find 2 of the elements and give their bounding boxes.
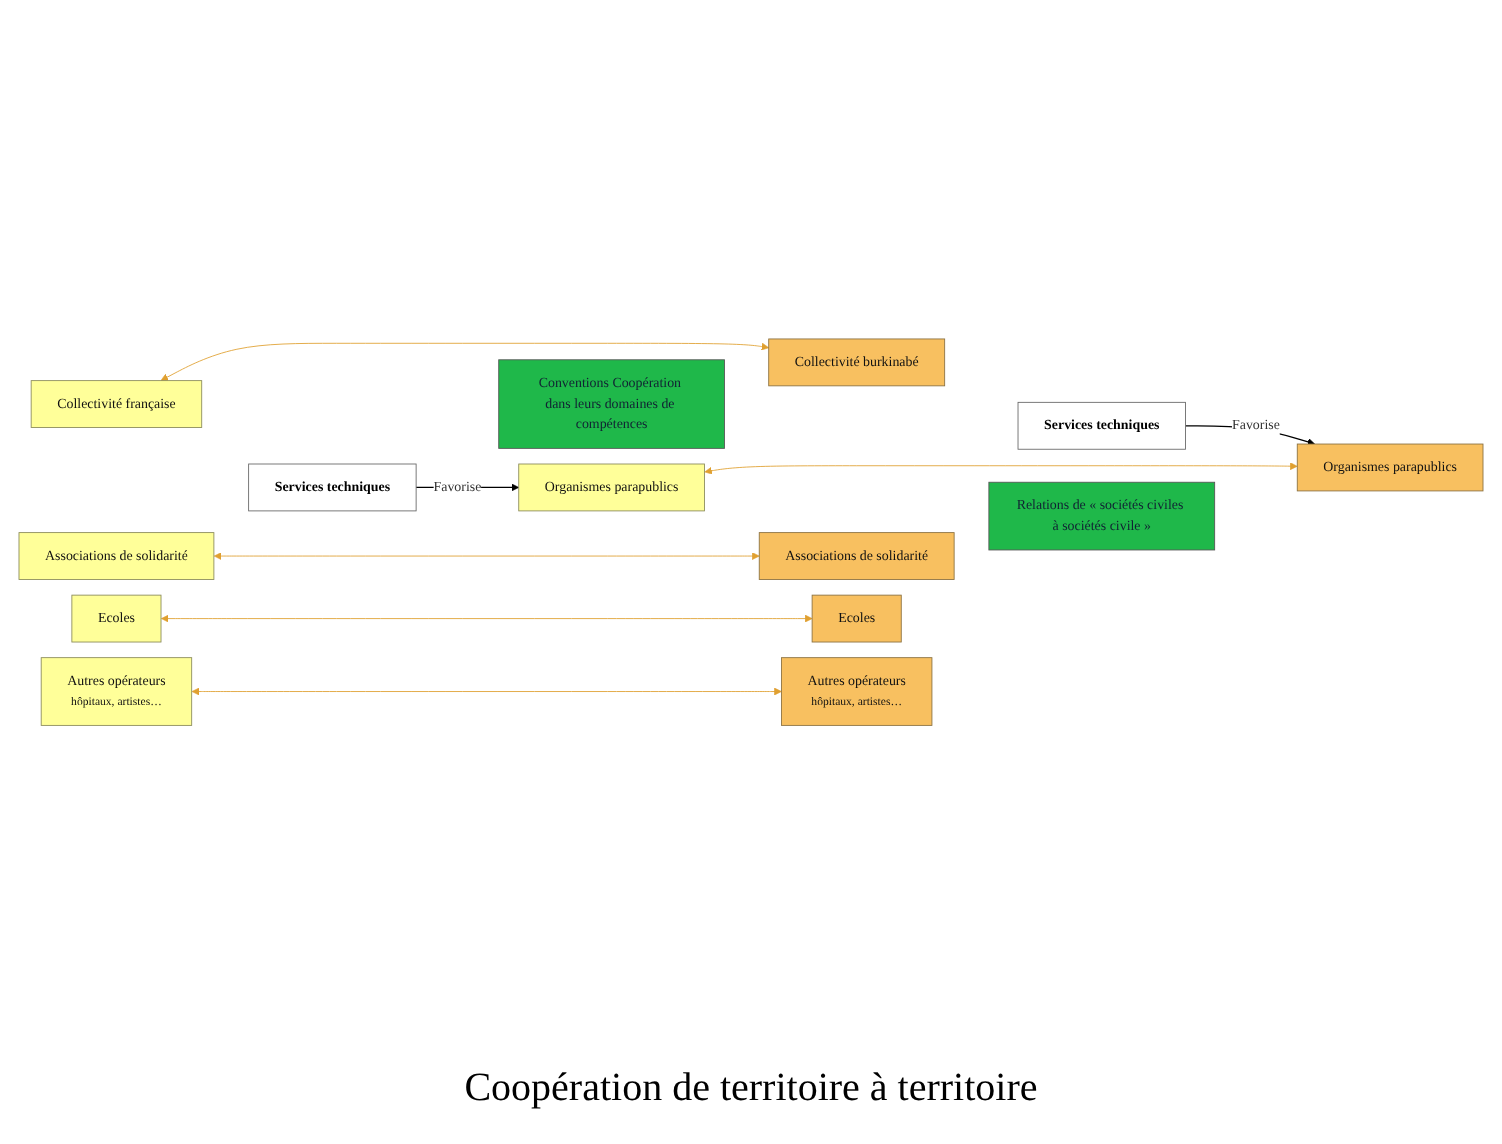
- caption: Coopération de territoire à territoire: [464, 1066, 1038, 1112]
- arrow: [1184, 425, 1315, 447]
